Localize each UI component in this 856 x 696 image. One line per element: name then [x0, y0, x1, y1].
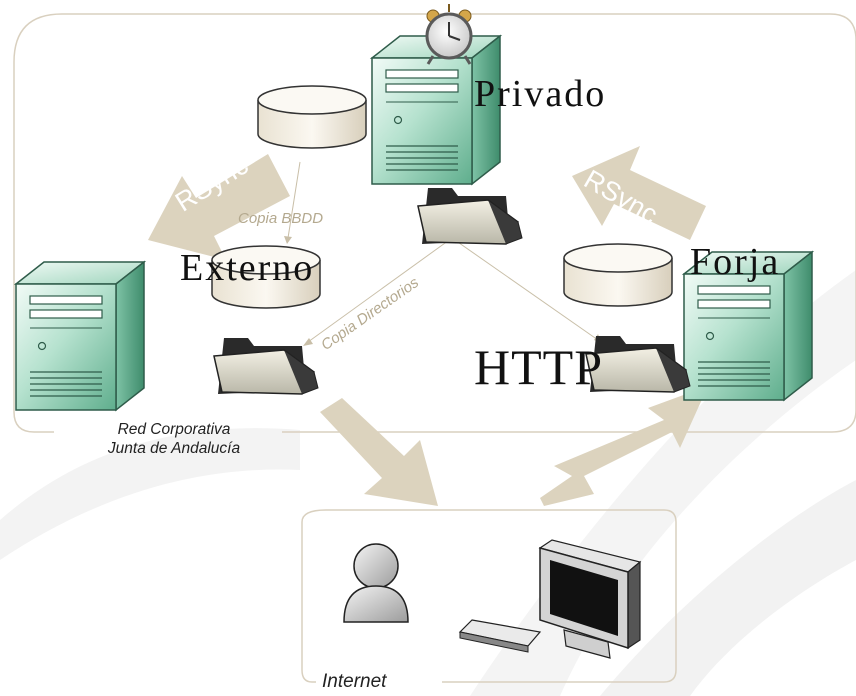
- outbound-arrow: [320, 398, 438, 506]
- internet-zone-border: [301, 509, 677, 683]
- http-protocol-label: HTTP: [474, 339, 603, 395]
- copia-bbdd-line: [287, 161, 301, 239]
- node-externo-label: Externo: [180, 247, 315, 289]
- corporate-zone-label: Red Corporativa Junta de Andalucía: [64, 420, 284, 458]
- copia-bbdd-arrowhead: [284, 236, 292, 244]
- copia-bbdd-label: Copia BBDD: [238, 210, 324, 227]
- corporate-zone-border: [13, 13, 856, 433]
- externo-server-icon: [15, 261, 145, 411]
- corporate-zone-line1: Red Corporativa: [117, 421, 231, 438]
- copia-directorios-arrowhead: [303, 338, 313, 346]
- privado-folder-icon: [417, 187, 523, 245]
- node-forja-label: Forja: [690, 241, 781, 283]
- http-arrow: [540, 386, 708, 506]
- privado-database-icon: [257, 85, 367, 149]
- computer-icon: [458, 539, 642, 659]
- alarm-clock-icon: [425, 4, 473, 65]
- background-swoosh: [0, 428, 300, 560]
- externo-folder-icon: [213, 337, 319, 395]
- copia-directorios-line: [307, 237, 453, 343]
- internet-zone-label: Internet: [322, 671, 387, 692]
- background-swoosh: [600, 480, 856, 696]
- corporate-zone-line2: Junta de Andalucía: [107, 440, 241, 457]
- http-sync-line: [451, 237, 599, 341]
- user-icon: [343, 543, 409, 623]
- rsync-left-arrow: [148, 154, 290, 260]
- node-privado-label: Privado: [474, 73, 607, 115]
- forja-database-icon: [563, 243, 673, 307]
- rsync-right-arrow: [572, 146, 706, 240]
